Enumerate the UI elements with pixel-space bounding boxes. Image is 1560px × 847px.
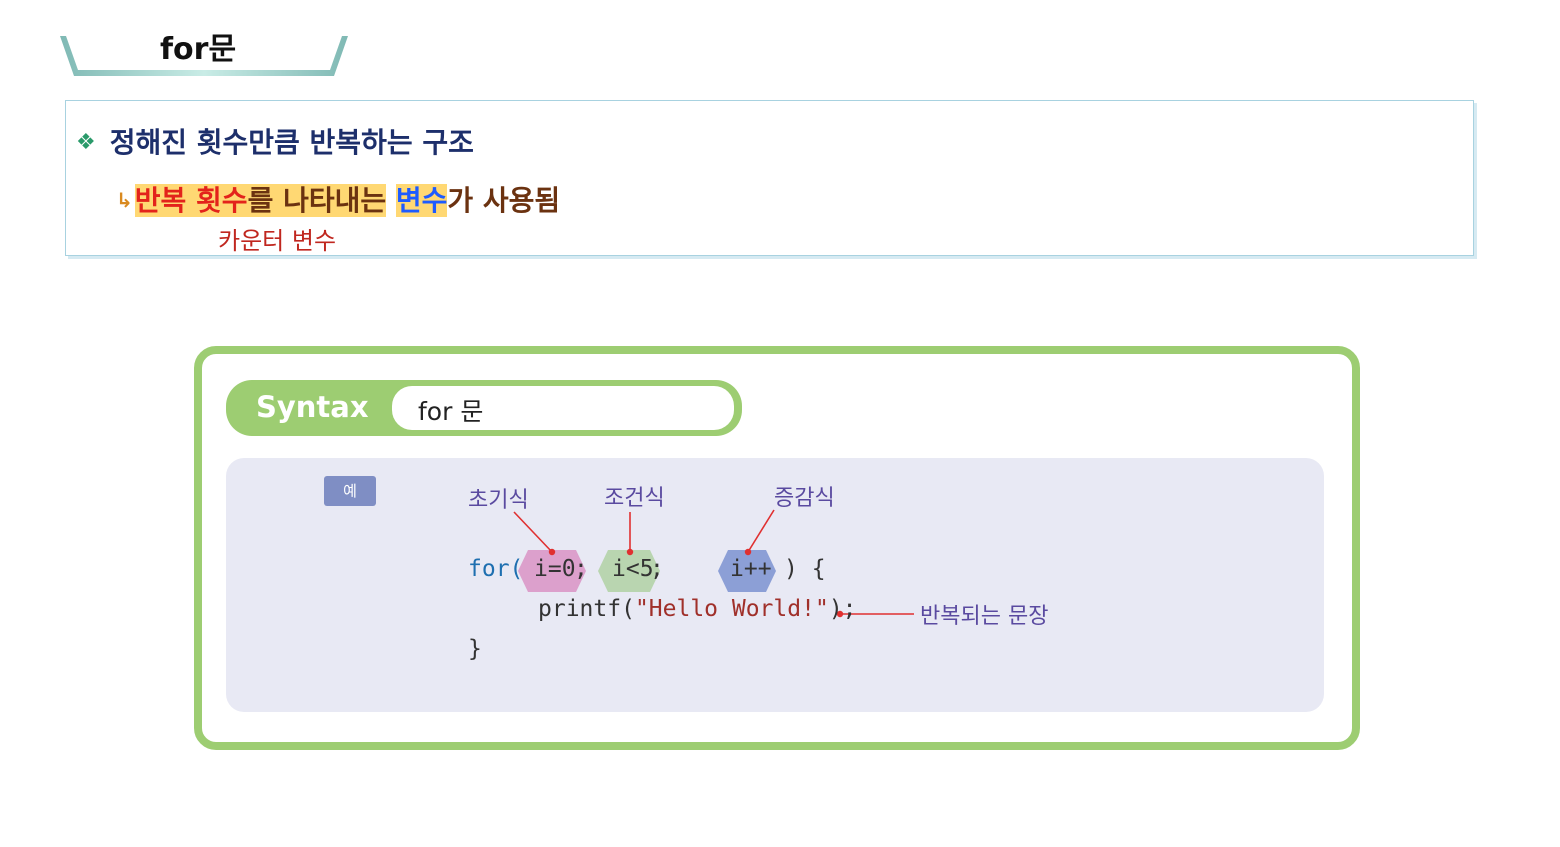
page-title: for문 (160, 32, 237, 67)
code-printf: printf( (538, 596, 635, 622)
hex-init-highlight (518, 550, 586, 592)
hex-increment-highlight (718, 550, 776, 592)
bullet-sub: ↳반복 횟수를 나타내는 변수가 사용됨 (116, 179, 560, 219)
example-badge: 예 (324, 476, 376, 506)
leader-increment-dot (744, 548, 752, 556)
hook-arrow-icon: ↳ (116, 188, 133, 212)
code-semicolon-2: ; (650, 556, 664, 582)
bullet-main: ❖ 정해진 횟수만큼 반복하는 구조 (76, 121, 474, 161)
leader-init (513, 511, 553, 553)
sub-space (386, 184, 396, 217)
bullet-main-text: 정해진 횟수만큼 반복하는 구조 (109, 126, 474, 159)
highlight-repeat-count: 반복 횟수 (134, 184, 248, 217)
hex-condition-highlight (598, 550, 660, 592)
leader-condition-dot (626, 548, 634, 556)
sub-tail: 가 사용됨 (447, 184, 561, 217)
code-init: i=0 (534, 556, 576, 582)
code-printf-end: ); (828, 596, 857, 622)
code-printf-line: printf("Hello World!"); (538, 596, 857, 622)
syntax-keyword-box: for 문 (392, 386, 734, 430)
syntax-header: Syntax for 문 (226, 380, 742, 436)
highlight-indicates: 를 나타내는 (247, 184, 387, 217)
code-semicolon-1: ; (574, 556, 588, 582)
code-closing-brace: } (468, 636, 482, 662)
annotation-increment: 증감식 (774, 486, 835, 511)
annotation-condition: 조건식 (604, 486, 665, 511)
title-tab-shape (60, 36, 348, 76)
code-close-paren: ) { (784, 556, 826, 582)
leader-increment (747, 509, 775, 553)
leader-init-dot (548, 548, 556, 556)
annotation-body: 반복되는 문장 (920, 604, 1049, 629)
code-increment: i++ (730, 556, 772, 582)
diamond-bullet-icon: ❖ (76, 130, 96, 155)
highlight-variable: 변수 (395, 184, 448, 217)
code-string: "Hello World!" (634, 596, 829, 622)
summary-box: ❖ 정해진 횟수만큼 반복하는 구조 ↳반복 횟수를 나타내는 변수가 사용됨 카… (65, 100, 1474, 256)
annotation-leader-lines (513, 509, 914, 618)
syntax-panel: Syntax for 문 예 초기식 조건식 증감식 반복되는 문장 (194, 346, 1360, 750)
code-condition: i<5 (612, 556, 654, 582)
syntax-keyword: for 문 (418, 397, 484, 426)
syntax-label: Syntax (256, 390, 369, 424)
counter-variable-note: 카운터 변수 (218, 227, 337, 255)
code-for-keyword: for( (468, 556, 524, 582)
annotation-init: 초기식 (468, 488, 529, 513)
code-example-area: 예 초기식 조건식 증감식 반복되는 문장 for( i=0 (226, 458, 1324, 712)
